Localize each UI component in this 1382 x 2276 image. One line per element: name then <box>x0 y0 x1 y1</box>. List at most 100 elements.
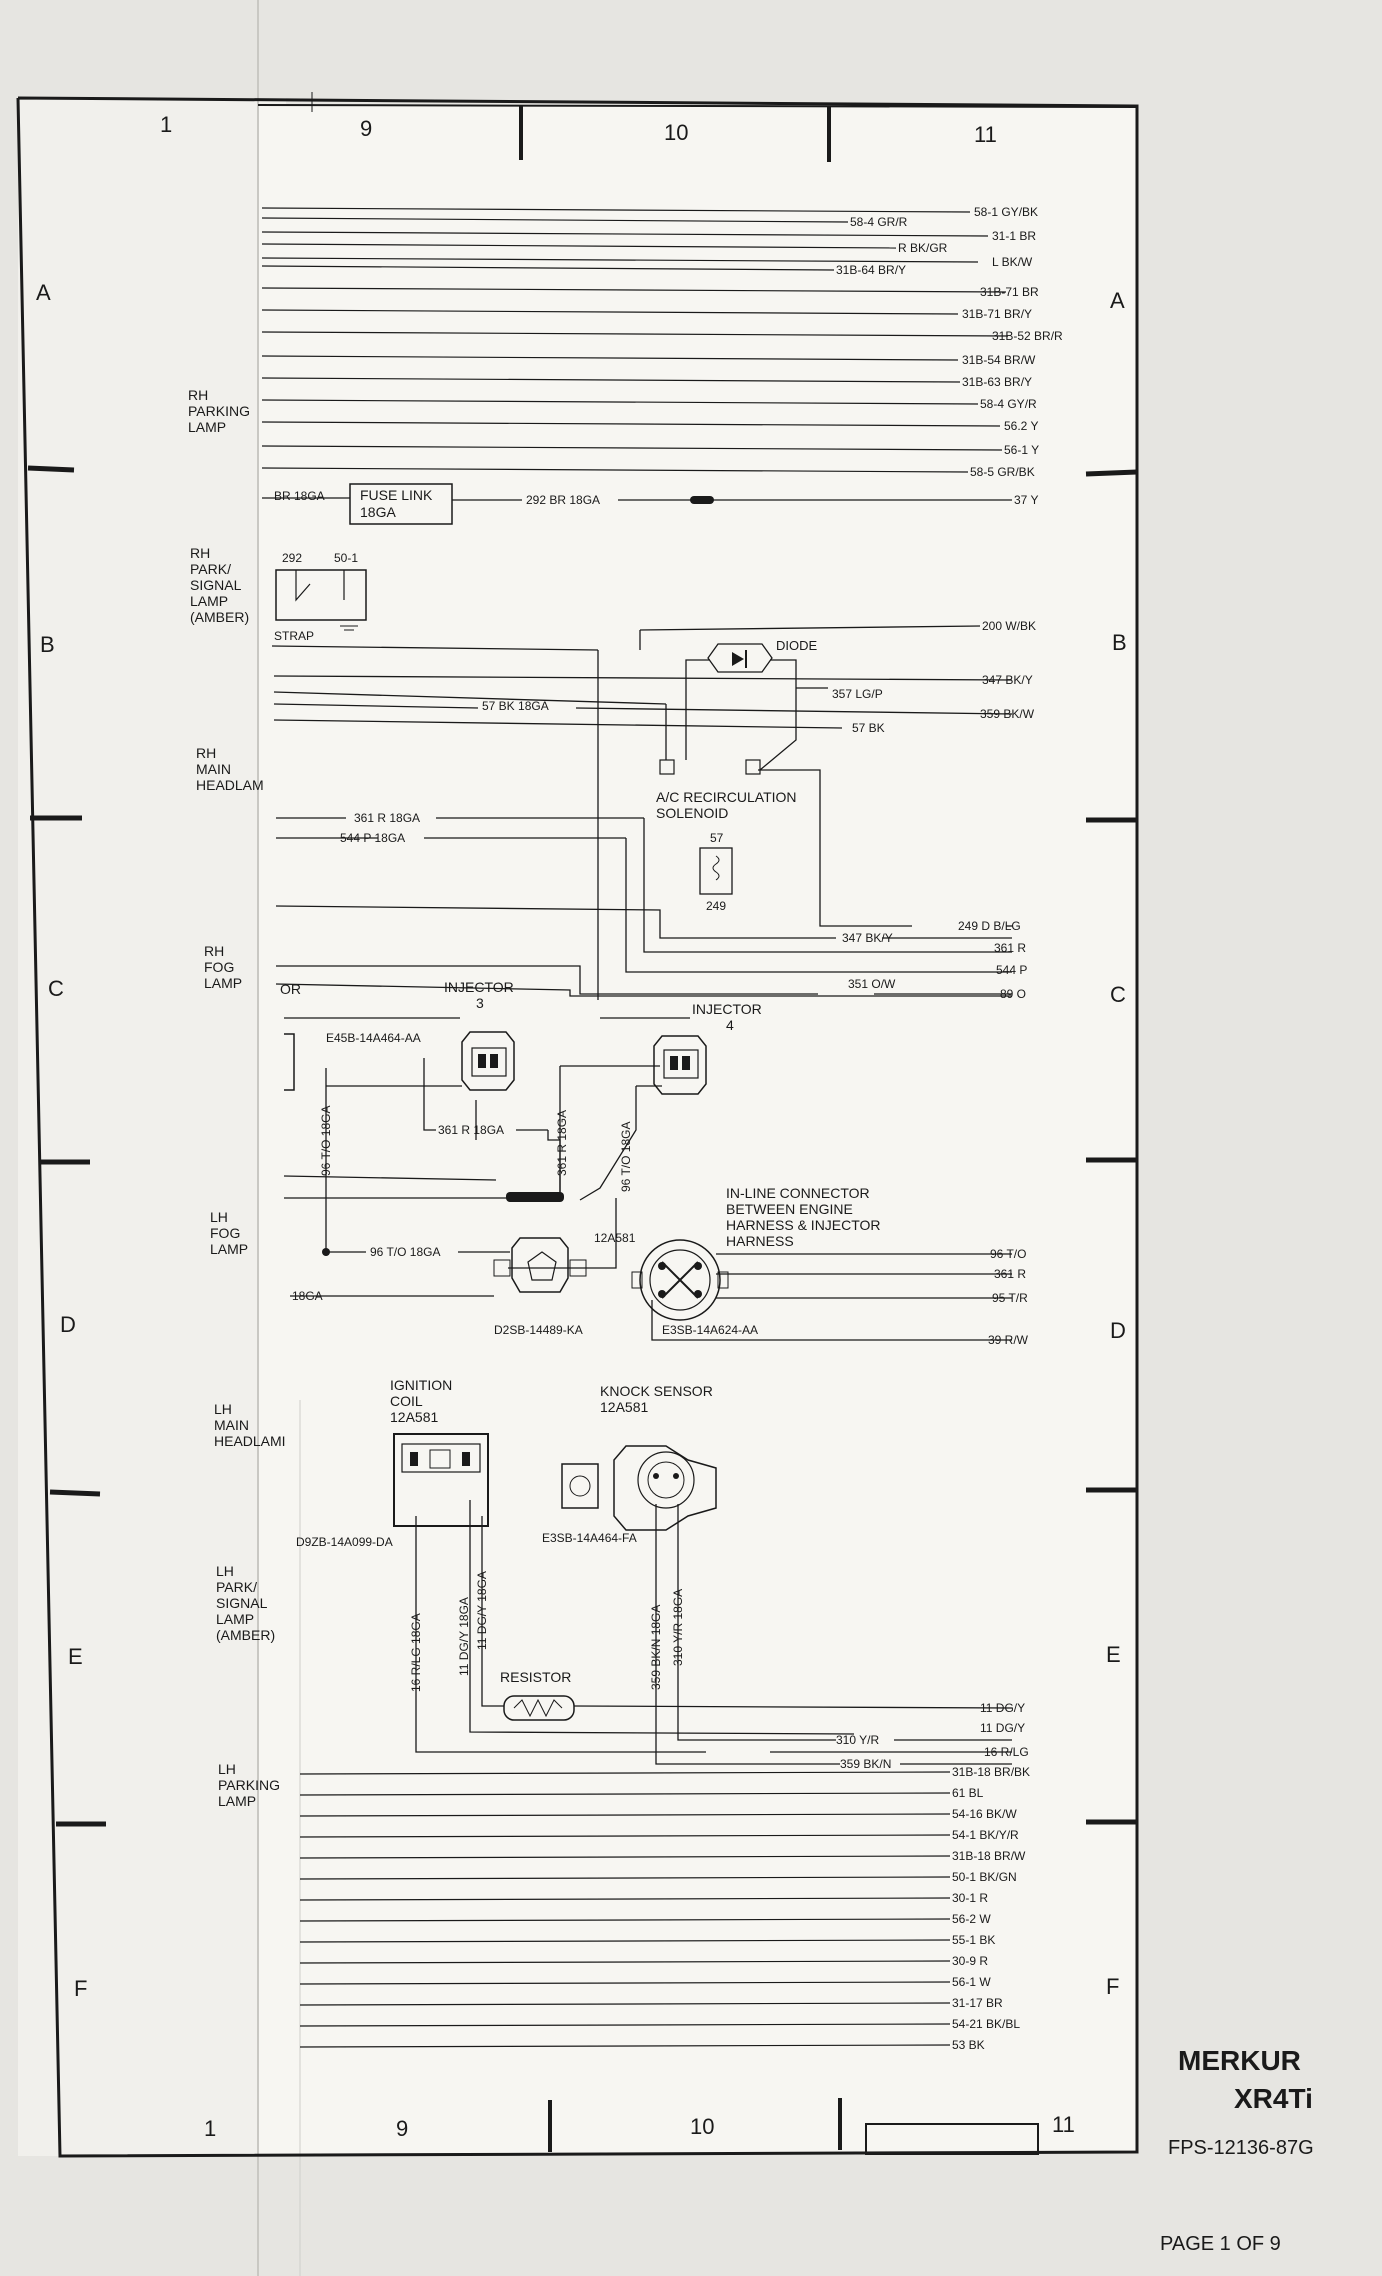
label-line: PARK/ <box>190 561 231 577</box>
label-line: LH <box>216 1563 234 1579</box>
wire-label: 359 BK/N 18GA <box>649 1605 663 1690</box>
bus-wire <box>299 2044 951 2048</box>
bus-wire-label: 30-1 R <box>952 1891 988 1905</box>
bus-wire <box>261 257 979 263</box>
bus-wire <box>261 309 959 315</box>
label-line: (AMBER) <box>216 1627 275 1643</box>
label-line: LAMP <box>190 593 228 609</box>
label-line: FOG <box>210 1225 240 1241</box>
label-line: PARKING <box>218 1777 280 1793</box>
bus-wire-label: L BK/W <box>992 255 1033 269</box>
ignition-coil: IGNITION COIL 12A581 D9ZB-14A099-DA <box>296 1377 489 1549</box>
rh-park-signal-lamp-label: RH PARK/ SIGNAL LAMP (AMBER) <box>190 545 249 625</box>
bus-wire-label: 61 BL <box>952 1786 984 1800</box>
bus-wire-label: 31B-18 BR/BK <box>952 1765 1030 1779</box>
label-line: LAMP <box>216 1611 254 1627</box>
label-line: PARKING <box>188 403 250 419</box>
d2sb-connector: D2SB-14489-KA <box>493 1237 587 1337</box>
middle-wiring <box>262 497 1013 1765</box>
strap-pin-a: 292 <box>282 551 302 565</box>
injector-3-part: E45B-14A464-AA <box>326 1031 421 1045</box>
wire-label: 11 DG/Y <box>980 1721 1025 1735</box>
injector-4-label: INJECTOR <box>692 1001 762 1017</box>
left-connector-fragment <box>284 1033 295 1091</box>
lh-parking-lamp-label: LH PARKING LAMP <box>218 1761 280 1809</box>
left-row-label: B <box>40 632 55 657</box>
lh-park-signal-lamp-label: LH PARK/ SIGNAL LAMP (AMBER) <box>216 1563 275 1643</box>
wire-label: 89 O <box>1000 987 1026 1001</box>
label-line: MAIN <box>214 1417 249 1433</box>
ac-solenoid-label: SOLENOID <box>656 805 728 821</box>
rh-main-headlamp-label: RH MAIN HEADLAM <box>196 745 264 793</box>
wire-label: 361 R 18GA <box>438 1123 504 1137</box>
bus-wire <box>261 467 969 473</box>
right-row-label: E <box>1106 1642 1121 1667</box>
inline-label: HARNESS <box>726 1233 794 1249</box>
knock-label: KNOCK SENSOR <box>600 1383 713 1399</box>
wire-label: 544 P 18GA <box>340 831 405 845</box>
wire-label: 16 R/LG <box>984 1745 1029 1759</box>
wire-label: 96 T/O <box>990 1247 1026 1261</box>
fuse-link-box: FUSE LINK 18GA <box>349 483 453 525</box>
bus-wire-label: 31-17 BR <box>952 1996 1003 2010</box>
bus-wire-label: 30-9 R <box>952 1954 988 1968</box>
bottom-column-labels: 1 9 10 11 <box>204 2112 1075 2141</box>
lh-main-headlamp-label: LH MAIN HEADLAMI <box>214 1401 286 1449</box>
fuse-link-label: FUSE LINK <box>360 487 433 503</box>
label-line: RH <box>190 545 210 561</box>
wire-label: 39 R/W <box>988 1333 1029 1347</box>
bus-wire-label: 37 Y <box>1014 493 1038 507</box>
bus-wire-label: 31B-71 BR/Y <box>962 307 1032 321</box>
diode-label: DIODE <box>776 638 818 653</box>
wire-label: 351 O/W <box>848 977 896 991</box>
resistor-label: RESISTOR <box>500 1669 571 1685</box>
bus-wire <box>299 1876 951 1880</box>
label-line: LH <box>214 1401 232 1417</box>
wire-label: 57 BK <box>852 721 885 735</box>
model-name: XR4Ti <box>1234 2083 1313 2114</box>
bus-wire <box>261 331 1009 337</box>
wire-label: 544 P <box>996 963 1027 977</box>
bus-wire <box>261 421 1001 427</box>
strap-pin-b: 50-1 <box>334 551 358 565</box>
label-line: (AMBER) <box>190 609 249 625</box>
bus-wire-label: 56-2 W <box>952 1912 991 1926</box>
left-row-label: C <box>48 976 64 1001</box>
rh-fog-lamp-label: RH FOG LAMP <box>204 943 242 991</box>
bus-wire-label: 31B-64 BR/Y <box>836 263 906 277</box>
top-col-label: 11 <box>974 122 997 147</box>
d2sb-part: D2SB-14489-KA <box>494 1323 583 1337</box>
injector-3-number: 3 <box>476 995 484 1011</box>
wire-label: 361 R 18GA <box>555 1110 569 1176</box>
ac-recirculation-solenoid: A/C RECIRCULATION SOLENOID 57 249 <box>656 759 797 913</box>
bus-wire <box>261 445 1003 451</box>
top-col-label: 9 <box>360 116 372 141</box>
wire-label: 359 BK/W <box>980 707 1035 721</box>
bus-wire <box>261 355 959 361</box>
bus-wire-label: 54-21 BK/BL <box>952 2017 1020 2031</box>
left-row-label: A <box>36 280 51 305</box>
or-fragment: OR <box>280 981 301 997</box>
label-line: LAMP <box>188 419 226 435</box>
top-col-label: 1 <box>160 112 172 137</box>
wire-label: 96 T/O 18GA <box>370 1245 440 1259</box>
label-line: LH <box>218 1761 236 1777</box>
label-line: LAMP <box>210 1241 248 1257</box>
bus-wire-label: 58-1 GY/BK <box>974 205 1038 219</box>
wire-label: 96 T/O 18GA <box>619 1122 633 1192</box>
splice-bar <box>506 1192 564 1202</box>
bus-wire-label: 56-1 Y <box>1004 443 1039 457</box>
label-line: LAMP <box>218 1793 256 1809</box>
bus-wire <box>299 1771 951 1775</box>
bus-wire <box>261 399 979 405</box>
label-line: RH <box>196 745 216 761</box>
inline-connector: IN-LINE CONNECTOR BETWEEN ENGINE HARNESS… <box>594 1185 881 1337</box>
inline-label: IN-LINE CONNECTOR <box>726 1185 870 1201</box>
top-col-label: 10 <box>664 120 688 145</box>
strap-relay: 292 50-1 STRAP <box>274 551 367 643</box>
grid-frame <box>16 92 1139 2158</box>
bus-wire-label: 31B-63 BR/Y <box>962 375 1032 389</box>
wire-label: BR 18GA <box>274 489 325 503</box>
wire-label: 200 W/BK <box>982 619 1036 633</box>
